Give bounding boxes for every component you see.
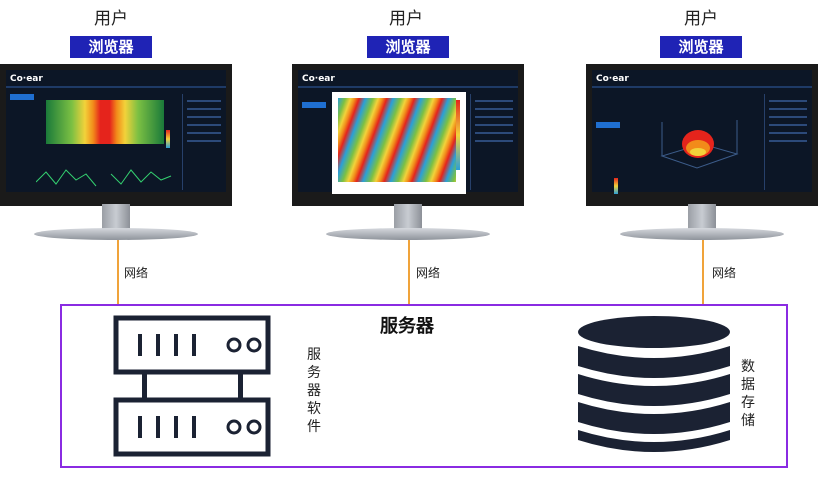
app-logo-3: Co·ear [596, 74, 629, 84]
server-software-text: 服务器软件 [307, 347, 321, 435]
browser-badge-2: 浏览器 [367, 36, 449, 58]
monitor-base-2 [326, 228, 490, 240]
user-label-2: 用户 [389, 9, 423, 29]
monitor-screen-1: Co·ear [0, 64, 232, 206]
network-link-2 [408, 240, 410, 304]
3d-plot-3 [660, 120, 739, 169]
sidebar-tab-3 [596, 122, 620, 128]
browser-badge-1: 浏览器 [70, 36, 152, 58]
user-label-1: 用户 [94, 9, 128, 29]
heatmap-plot-1 [46, 100, 164, 144]
server-rack-icon [113, 315, 271, 457]
monitor-neck-2 [394, 204, 422, 230]
database-icon [578, 316, 730, 452]
user-label-3: 用户 [684, 9, 718, 29]
line-plots-1 [36, 169, 172, 187]
monitor-3: Co·ear [586, 64, 818, 240]
side-table-2 [470, 94, 517, 190]
sidebar-tab-1 [10, 94, 34, 100]
server-box [60, 304, 788, 468]
data-storage-text: 数据存储 [741, 359, 755, 429]
app-logo-1: Co·ear [10, 74, 43, 84]
colorbar-2 [456, 100, 460, 170]
plot-panel-2 [332, 92, 466, 194]
sidebar-tab-2 [302, 102, 326, 108]
colorbar-1 [166, 130, 170, 148]
monitor-base-1 [34, 228, 198, 240]
monitor-base-3 [620, 228, 784, 240]
monitor-screen-2: Co·ear [292, 64, 524, 206]
network-label-2: 网络 [416, 266, 441, 280]
colorbar-3 [614, 178, 618, 194]
monitor-1: Co·ear [0, 64, 232, 240]
monitor-neck-1 [102, 204, 130, 230]
app-toolbar-3 [592, 86, 812, 88]
interference-plot-2 [338, 98, 456, 182]
monitor-neck-3 [688, 204, 716, 230]
network-link-1 [117, 240, 119, 304]
monitor-2: Co·ear [292, 64, 524, 240]
network-link-3 [702, 240, 704, 304]
server-title: 服务器 [380, 316, 434, 337]
side-table-3 [764, 94, 811, 190]
network-label-3: 网络 [712, 266, 737, 280]
app-toolbar-1 [6, 86, 226, 88]
data-storage-label: 数据存储 [740, 358, 756, 430]
monitor-screen-3: Co·ear [586, 64, 818, 206]
side-table-1 [182, 94, 225, 190]
browser-badge-3: 浏览器 [660, 36, 742, 58]
server-software-label: 服务器软件 [306, 346, 322, 436]
network-label-1: 网络 [124, 266, 149, 280]
app-toolbar-2 [298, 86, 518, 88]
app-logo-2: Co·ear [302, 74, 335, 84]
